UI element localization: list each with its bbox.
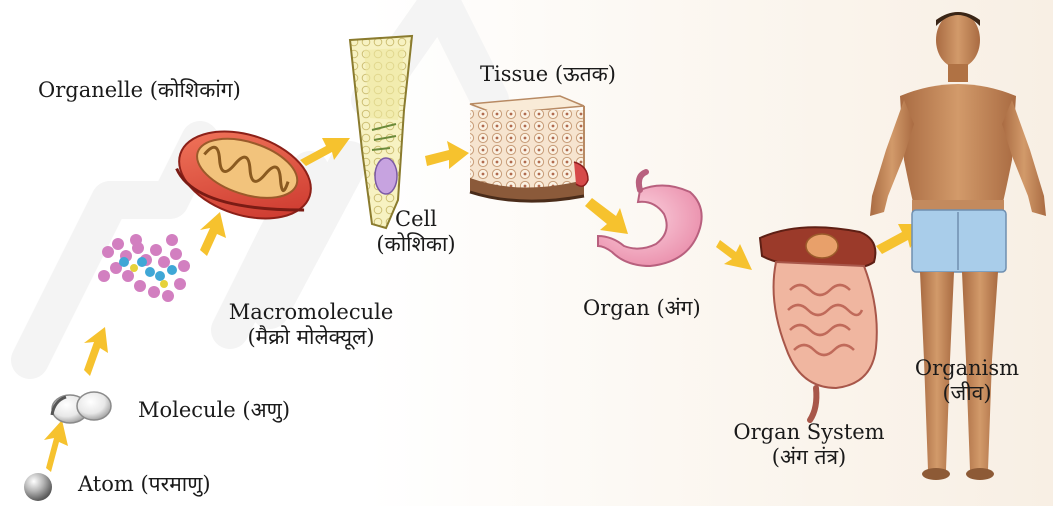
label-macromolecule: Macromolecule (मैक्रो मोलेक्यूल) bbox=[216, 300, 406, 350]
arrow-tissue-to-organ bbox=[585, 198, 628, 234]
atom-sphere bbox=[24, 473, 52, 501]
label-organ-system: Organ System (अंग तंत्र) bbox=[716, 420, 902, 470]
arrow-macromolecule-to-organelle bbox=[200, 212, 226, 256]
label-organism: Organism (जीव) bbox=[904, 356, 1030, 406]
macromolecule-shape bbox=[98, 234, 190, 302]
arrow-cell-to-tissue bbox=[425, 141, 469, 169]
arrow-organelle-to-cell bbox=[300, 138, 350, 166]
label-tissue: Tissue (ऊतक) bbox=[480, 62, 616, 87]
mitochondrion-shape bbox=[168, 116, 322, 234]
arrow-molecule-to-macromolecule bbox=[84, 327, 108, 376]
label-atom: Atom (परमाणु) bbox=[78, 472, 211, 497]
organ-system-shape bbox=[760, 227, 877, 420]
label-organelle: Organelle (कोशिकांग) bbox=[38, 78, 241, 103]
label-atom-text: Atom (परमाणु) bbox=[78, 472, 211, 497]
cell-shape bbox=[350, 36, 412, 228]
molecule-shape bbox=[52, 392, 111, 423]
tissue-block bbox=[470, 96, 588, 202]
label-organ: Organ (अंग) bbox=[583, 296, 701, 321]
arrow-atom-to-molecule bbox=[44, 420, 68, 472]
arrow-organ-to-system bbox=[716, 240, 752, 270]
label-cell: Cell (कोशिका) bbox=[366, 207, 466, 257]
label-molecule: Molecule (अणु) bbox=[138, 398, 290, 423]
